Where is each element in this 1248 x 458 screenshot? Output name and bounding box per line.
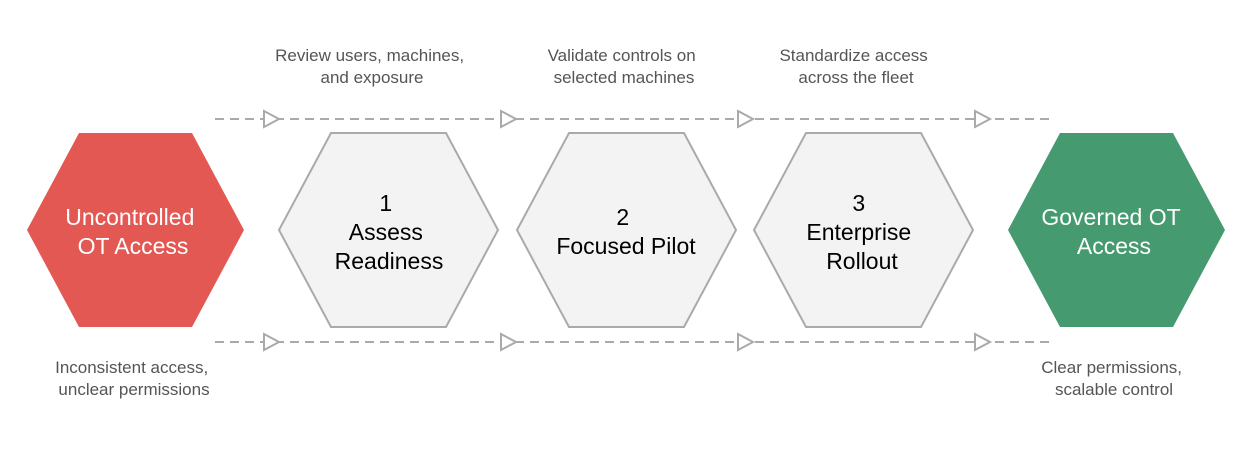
start-caption: Inconsistent access, unclear permissions [55, 358, 213, 399]
step-3-caption-line-2: across the fleet [798, 68, 914, 87]
bottom-connector [215, 332, 1052, 352]
step-3-title-line-2: Rollout [826, 248, 898, 274]
step-1-caption-line-1: Review users, machines, [275, 46, 464, 65]
end-caption-line-1: Clear permissions, [1041, 358, 1182, 377]
step-3-title: 3 Enterprise Rollout [806, 190, 917, 274]
top-arrowhead-2 [500, 109, 519, 129]
step-3-caption: Standardize access across the fleet [779, 46, 932, 87]
step-2-title: 2 Focused Pilot [556, 204, 696, 259]
step-2-title-line-1: Focused Pilot [556, 233, 696, 259]
step-1: 1 Assess Readiness [277, 132, 500, 328]
top-arrowhead-4 [974, 109, 993, 129]
top-connector [215, 109, 1052, 129]
start-title-line-2: OT Access [78, 233, 189, 259]
top-arrowhead-3 [737, 109, 756, 129]
end-caption: Clear permissions, scalable control [1041, 358, 1187, 399]
step-1-caption: Review users, machines, and exposure [275, 46, 469, 87]
step-2-caption-line-1: Validate controls on [548, 46, 696, 65]
step-3-caption-line-1: Standardize access [779, 46, 927, 65]
end-title: Governed OT Access [1041, 204, 1186, 259]
step-2: 2 Focused Pilot [515, 132, 738, 328]
step-1-title: 1 Assess Readiness [335, 190, 444, 274]
top-arrowhead-1 [263, 109, 282, 129]
step-3-number: 3 [852, 190, 865, 216]
bottom-arrowhead-1 [263, 332, 282, 352]
step-1-hexagon [277, 132, 500, 328]
end-state: Governed OT Access [1008, 133, 1225, 327]
step-1-title-line-1: Assess [349, 219, 423, 245]
step-2-caption: Validate controls on selected machines [548, 46, 701, 87]
step-2-caption-line-2: selected machines [554, 68, 695, 87]
step-1-number: 1 [379, 190, 392, 216]
end-title-line-2: Access [1077, 233, 1151, 259]
step-3-hexagon [752, 132, 975, 328]
step-3-title-line-1: Enterprise [806, 219, 911, 245]
start-state: Uncontrolled OT Access [27, 133, 244, 327]
start-title-line-1: Uncontrolled [65, 204, 194, 230]
end-hexagon [1008, 133, 1225, 327]
end-caption-line-2: scalable control [1055, 380, 1173, 399]
step-3: 3 Enterprise Rollout [752, 132, 975, 328]
start-caption-line-1: Inconsistent access, [55, 358, 208, 377]
bottom-arrowhead-4 [974, 332, 993, 352]
end-title-line-1: Governed OT [1041, 204, 1180, 230]
step-2-number: 2 [616, 204, 629, 230]
step-1-caption-line-2: and exposure [320, 68, 423, 87]
bottom-arrowhead-3 [737, 332, 756, 352]
start-hexagon [27, 133, 244, 327]
start-title: Uncontrolled OT Access [65, 204, 201, 259]
step-2-hexagon [515, 132, 738, 328]
step-1-title-line-2: Readiness [335, 248, 444, 274]
bottom-arrowhead-2 [500, 332, 519, 352]
start-caption-line-2: unclear permissions [58, 380, 209, 399]
